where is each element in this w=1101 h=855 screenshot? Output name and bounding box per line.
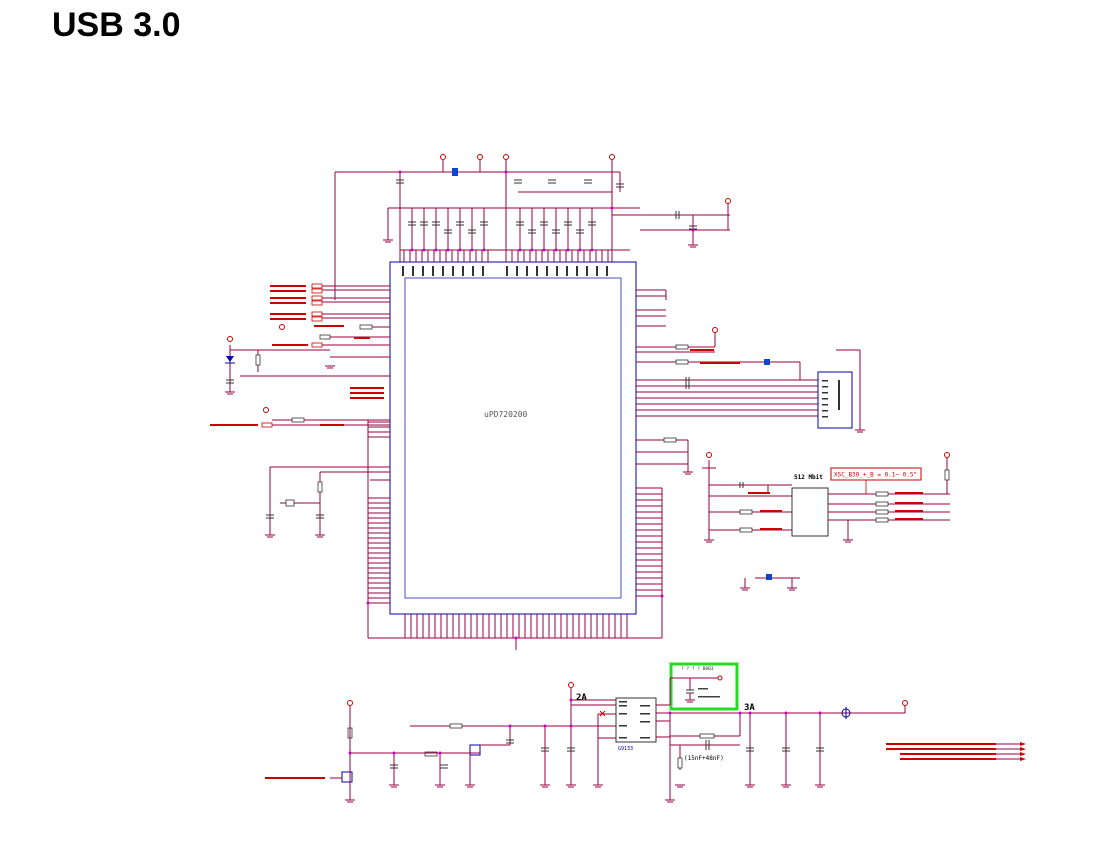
highlighted-capacitor: ? ? ? ? B0B3 — [669, 662, 739, 711]
right-interface-nets — [636, 289, 950, 475]
capacitance-note: (15nF+48nF) — [684, 755, 724, 762]
regulator-ic — [615, 697, 657, 743]
regulator-part-label: G9133 — [618, 746, 633, 752]
output-current-label: 3A — [744, 703, 755, 713]
input-current-label: 2A — [576, 693, 587, 703]
flash-size-label: 512 Mbit — [794, 474, 823, 481]
page-title: USB 3.0 — [52, 6, 181, 44]
top-decoupling-network — [334, 154, 731, 300]
main-ic-uPD720200: uPD720200 — [366, 250, 664, 650]
flash-ic — [791, 487, 829, 537]
spi-flash-block: 512 Mbit XSC_B30_+_B = 0.1~ 0.5" — [702, 458, 950, 591]
flash-trace-note: XSC_B30_+_B = 0.1~ 0.5" — [834, 472, 917, 479]
highlight-net-label: ? ? ? ? B0B3 — [681, 666, 714, 672]
left-interface-nets — [210, 283, 390, 538]
power-regulator-section: G9133 — [265, 682, 1026, 803]
highlight-box — [669, 662, 739, 711]
main-ic-part-label: uPD720200 — [484, 410, 528, 419]
